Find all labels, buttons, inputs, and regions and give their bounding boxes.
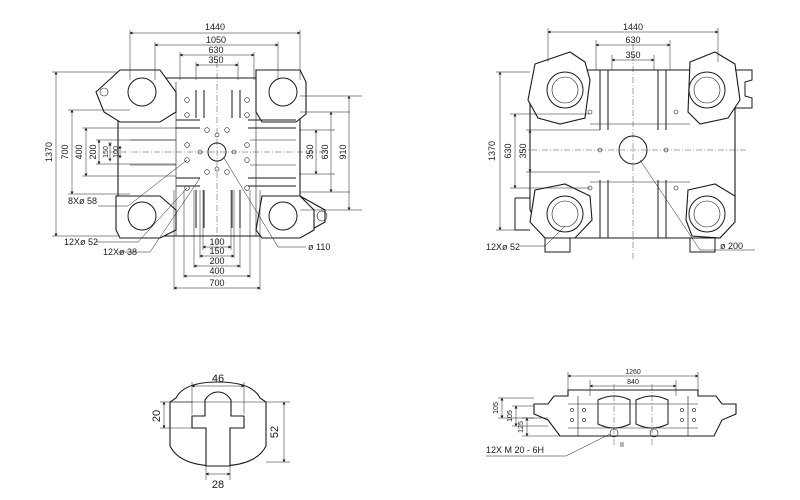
side-callouts: 12X M 20 - 6H II (486, 433, 624, 457)
front-plate-outline (95, 62, 330, 250)
tie-bar-hole (546, 195, 584, 233)
front-top-dimensions: 1440 1050 630 350 (129, 22, 301, 80)
slot-dimensions: 46 20 52 28 (151, 373, 290, 491)
dim-label: 350 (518, 143, 528, 158)
rear-plate-outline (514, 44, 753, 260)
callout-label: ø 110 (308, 242, 330, 252)
dim-label: 105 (493, 402, 500, 414)
tie-bar-hole (546, 71, 584, 109)
dim-label: 700 (60, 144, 70, 159)
front-right-dimensions: 350 630 910 (300, 95, 362, 211)
slot-detail-view: 46 20 52 28 (151, 373, 290, 491)
side-left-dimensions: 105 105 125 (493, 397, 560, 437)
dim-label: 28 (212, 479, 224, 491)
dim-label: 1440 (205, 22, 225, 32)
dim-label: 1370 (487, 141, 497, 161)
rear-view: 1440 630 350 1370 630 350 (486, 22, 755, 260)
dim-label: 350 (208, 55, 223, 65)
tie-bar-hole (127, 201, 157, 231)
tie-bar-hole (268, 201, 298, 231)
dim-label: 1050 (206, 35, 226, 45)
tie-bar-hole (688, 195, 726, 233)
dim-label: 700 (209, 278, 224, 288)
callout-label: 12Xø 38 (103, 247, 137, 257)
dim-label: 46 (212, 373, 224, 385)
dim-label: 910 (338, 144, 348, 159)
callout-label: 12Xø 52 (64, 237, 98, 247)
rear-top-dimensions: 1440 630 350 (547, 22, 719, 70)
dim-label: 1440 (623, 22, 643, 32)
dim-label: 100 (209, 237, 224, 247)
cylinder-bore (597, 395, 631, 429)
callout-label: ø 200 (720, 241, 743, 251)
dim-label: 630 (625, 35, 640, 45)
callout-label: 12Xø 52 (486, 242, 520, 252)
front-view: 1440 1050 630 350 1370 700 (44, 22, 362, 290)
dim-label: 1260 (625, 369, 641, 376)
dim-label: 20 (151, 410, 163, 422)
dim-label: 350 (305, 144, 315, 159)
front-callouts: 8Xø 58 12Xø 52 12Xø 38 ø 110 (64, 157, 330, 257)
dim-label: 630 (208, 45, 223, 55)
tie-bar-hole (688, 71, 726, 109)
dim-label: 350 (625, 50, 640, 60)
tie-bar-hole (268, 77, 298, 107)
tie-bar-hole (127, 77, 157, 107)
dim-label: 100 (113, 146, 120, 158)
cylinder-bore (635, 395, 669, 429)
lug-hole (99, 87, 109, 97)
dim-label: 200 (209, 256, 224, 266)
lug-hole (316, 210, 328, 222)
dim-label: 840 (627, 379, 639, 386)
thread-hole (649, 428, 659, 438)
dim-label: 105 (507, 410, 514, 422)
section-mark: II (620, 442, 624, 449)
front-bottom-dimensions: 100 150 200 400 700 (173, 190, 261, 290)
callout-label: 8Xø 58 (68, 196, 97, 206)
dim-label: 400 (74, 144, 84, 159)
rear-left-dimensions: 1370 630 350 (487, 71, 600, 231)
dim-label: 52 (269, 426, 281, 438)
dim-label: 1370 (44, 142, 54, 162)
dim-label: 150 (209, 246, 224, 256)
dim-label: 200 (88, 144, 98, 159)
dim-label: 630 (503, 143, 513, 158)
dim-label: 125 (518, 421, 525, 433)
callout-label: 12X M 20 - 6H (486, 445, 544, 455)
dim-label: 150 (103, 146, 110, 158)
dim-label: 630 (320, 144, 330, 159)
side-view: 1260 840 105 105 125 12X M 20 - 6H II (486, 369, 737, 457)
side-top-dimensions: 1260 840 (567, 369, 699, 396)
rear-callouts: 12Xø 52 ø 200 (486, 159, 755, 252)
dim-label: 400 (209, 266, 224, 276)
front-left-dimensions: 1370 700 400 200 150 100 (44, 71, 176, 237)
